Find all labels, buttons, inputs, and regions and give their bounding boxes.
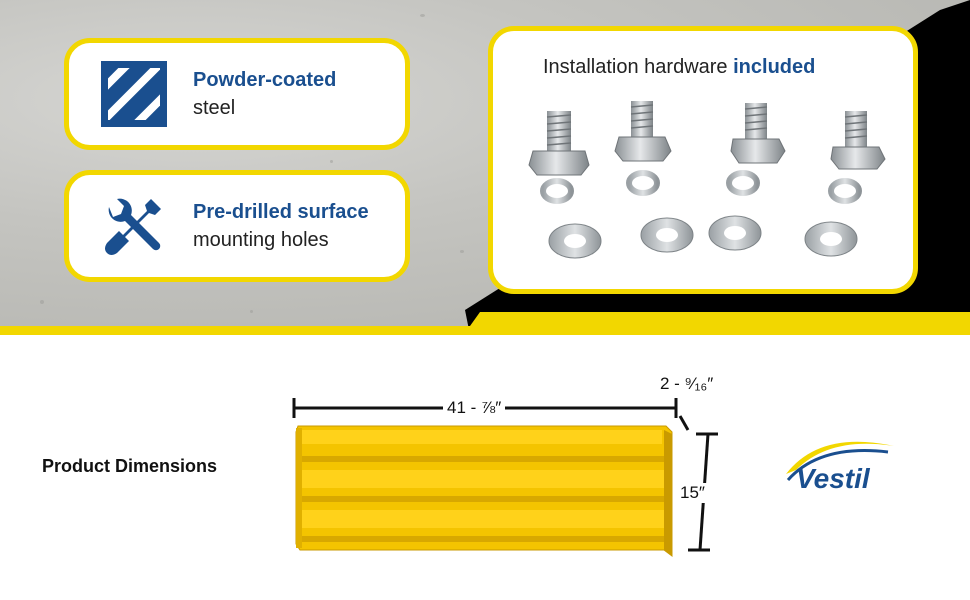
feature-card-pre-drilled: Pre-drilled surface mounting holes [64,170,410,282]
product-dimensions-label: Product Dimensions [42,456,218,476]
feature-highlight: Pre-drilled surface [193,201,369,223]
bolt-icon [830,111,886,170]
wrench-screwdriver-icon [105,198,161,255]
bolt-icon [730,103,786,164]
flat-washer-icon [548,215,858,259]
feature-text: steel [193,97,236,119]
height-dimension: 15″ [676,483,709,503]
diagonal-stripes-icon [101,61,167,127]
width-dimension: 41 - ⅞″ [443,398,506,418]
hardware-title: Installation hardware included [543,56,816,78]
hardware-illustration [528,101,886,259]
feature-text: mounting holes [193,229,329,251]
feature-card-powder-coated: Powder-coated steel [64,38,410,150]
depth-dimension: 2 - ⁹⁄₁₆″ [656,374,718,394]
bolt-icon [528,111,590,176]
lock-washer-icon [540,170,862,204]
feature-highlight: Powder-coated [193,69,337,91]
hardware-card: Installation hardware included [488,26,918,294]
bolt-icon [614,101,672,162]
vestil-logo: Vestil [786,441,894,494]
svg-text:Vestil: Vestil [796,463,871,494]
guard-rail-image [295,425,673,557]
